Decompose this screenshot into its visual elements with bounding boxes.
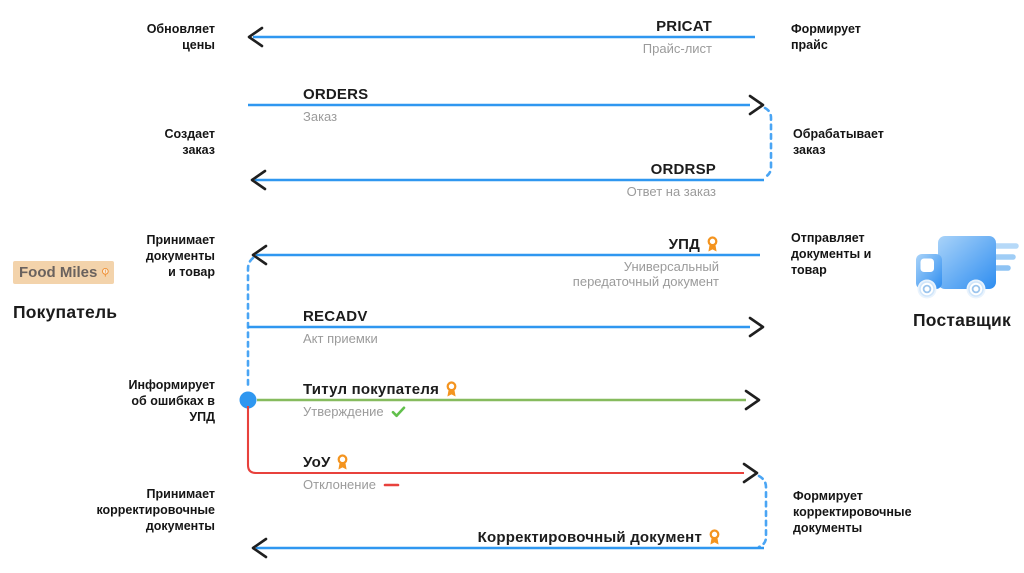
supplier-note-forms-corrective: Формирует корректировочные документы xyxy=(793,489,912,535)
minus-icon xyxy=(383,483,400,486)
message-upd: УПД Универсальный передаточный документ xyxy=(569,236,719,289)
ordrsp-arrowhead-left-icon xyxy=(250,169,267,191)
orders-ordrsp-connector xyxy=(763,106,773,179)
message-corrective: Корректировочный документ xyxy=(478,529,721,546)
error-branch-dot xyxy=(239,391,257,409)
supplier-name: Поставщик xyxy=(913,310,1011,330)
medal-icon xyxy=(709,529,720,545)
message-pricat: PRICAT Прайс-лист xyxy=(643,18,712,56)
message-uou: УоУ Отклонение xyxy=(303,454,400,492)
uou-arrowhead-right-icon xyxy=(742,462,759,484)
message-recadv: RECADV Акт приемки xyxy=(303,308,378,346)
supplier-note-sends-documents: Отправляет документы и товар xyxy=(791,231,872,277)
message-subtitle: Прайс-лист xyxy=(642,41,712,56)
medal-icon xyxy=(707,236,718,252)
message-subtitle: Акт приемки xyxy=(303,331,378,346)
uou-corrective-connector xyxy=(757,474,768,549)
buyer-logo-text: Food Miles xyxy=(19,264,98,281)
upd-error-connector xyxy=(246,256,255,390)
message-title: Титул покупателя xyxy=(303,381,440,398)
buyer-note-accepts-documents: Принимает документы и товар xyxy=(145,233,215,279)
supplier-note-processes-order: Обрабатывает заказ xyxy=(793,127,884,157)
message-orders: ORDERS Заказ xyxy=(303,86,368,124)
corrective-arrowhead-left-icon xyxy=(251,537,268,559)
supplier-note-forms-pricelist: Формирует прайс xyxy=(791,22,861,52)
upd-arrowhead-left-icon xyxy=(251,244,268,266)
buyer-name: Покупатель xyxy=(13,302,118,322)
message-title: УоУ xyxy=(303,454,331,471)
message-ordrsp: ORDRSP Ответ на заказ xyxy=(627,161,716,199)
location-pin-icon xyxy=(102,267,110,277)
message-title: ORDRSP xyxy=(650,161,716,178)
message-subtitle: Заказ xyxy=(303,109,338,124)
message-subtitle: Утверждение xyxy=(303,404,384,419)
buyer-note-creates-order: Создает заказ xyxy=(164,127,215,157)
message-title: УПД xyxy=(668,236,700,253)
pricat-arrowhead-left-icon xyxy=(247,26,264,48)
message-subtitle: Универсальный передаточный документ xyxy=(572,259,719,289)
message-title: Корректировочный документ xyxy=(477,529,702,546)
message-title: ORDERS xyxy=(303,86,369,103)
buyer-note-reports-errors: Информирует об ошибках в УПД xyxy=(128,378,215,424)
buyer-note-updates-prices: Обновляет цены xyxy=(146,22,215,52)
buyer-note-accepts-corrective: Принимает корректировочные документы xyxy=(96,487,215,533)
message-title: RECADV xyxy=(303,308,368,325)
medal-icon xyxy=(446,381,457,397)
uou-line xyxy=(246,406,744,475)
buyer-logo: Food Miles xyxy=(13,261,114,284)
message-title: PRICAT xyxy=(656,18,712,35)
message-buyer-title: Титул покупателя Утверждение xyxy=(303,381,458,419)
buyer-title-arrowhead-right-icon xyxy=(744,389,761,411)
recadv-arrowhead-right-icon xyxy=(748,316,765,338)
check-icon xyxy=(391,406,405,417)
orders-arrowhead-right-icon xyxy=(748,94,765,116)
message-subtitle: Ответ на заказ xyxy=(626,184,716,199)
truck-icon xyxy=(916,236,1019,299)
medal-icon xyxy=(338,454,348,470)
message-subtitle: Отклонение xyxy=(303,477,376,492)
